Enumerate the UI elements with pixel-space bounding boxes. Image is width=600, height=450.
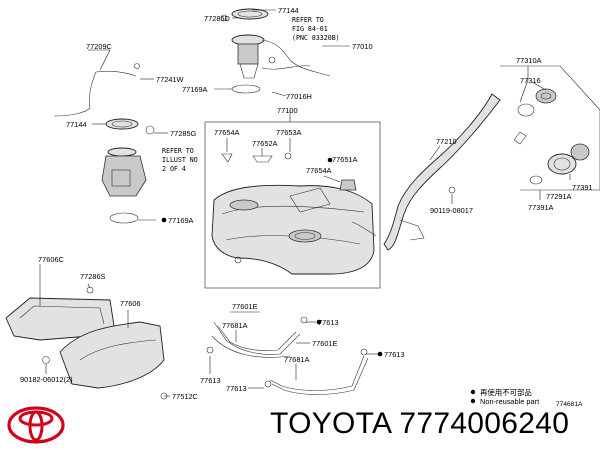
label-77016H: 77016H	[286, 92, 312, 101]
refer-top-line-1: REFER TO	[292, 16, 324, 24]
label-77653A: 77653A	[276, 128, 302, 137]
label-77606: 77606	[120, 299, 141, 308]
label-77010: 77010	[352, 42, 373, 51]
figure-code: 774681A	[556, 401, 583, 408]
label-77391A: 77391A	[528, 203, 554, 212]
label-77681A-1: 77681A	[222, 321, 248, 330]
label-77291A: 77291A	[546, 192, 572, 201]
label-77613-4: 77613	[226, 384, 247, 393]
label-77613-3: 77613	[200, 376, 221, 385]
tank-assembly-frame	[204, 121, 381, 289]
label-77654A-2: 77654A	[306, 166, 332, 175]
label-77651A: 77651A	[332, 155, 358, 164]
label-77601E-2: 77601E	[312, 339, 338, 348]
label-77654A-1: 77654A	[214, 128, 240, 137]
label-77606C: 77606C	[38, 255, 65, 264]
label-90182: 90182-06012(2)	[20, 375, 73, 384]
legend-nonreusable-label: Non-reusable part	[480, 397, 539, 406]
label-77601E-1: 77601E	[232, 302, 258, 311]
label-77316: 77316	[520, 76, 541, 85]
non-reusable-markers	[161, 157, 383, 357]
non-reusable-dot	[316, 319, 322, 325]
label-77681A-2: 77681A	[284, 355, 310, 364]
label-77209C: 77209C	[86, 42, 113, 51]
fuel-pump-left	[53, 63, 155, 224]
filler-cap-parts	[500, 65, 600, 191]
label-77100: 77100	[277, 106, 298, 115]
tank-protector	[5, 286, 165, 389]
leader-lines	[39, 9, 571, 397]
tank-small-parts	[221, 152, 357, 264]
brand-footer: TOYOTA 7774006240	[270, 407, 569, 441]
part-number: 7774006240	[399, 407, 570, 440]
part-labels: 77285D 77144 77209C 77241W 77169A 77010 …	[20, 6, 593, 401]
tank-bands	[160, 316, 369, 400]
label-77241W: 77241W	[156, 75, 184, 84]
refer-mid-line-2: ILLUST NO	[162, 156, 198, 164]
fuel-tank	[211, 184, 377, 275]
non-reusable-dot	[327, 157, 333, 163]
label-77169A-top: 77169A	[182, 85, 208, 94]
label-77286S: 77286S	[80, 272, 106, 281]
label-77169A-left: 77169A	[168, 216, 194, 225]
legend: 再使用不可部品 Non-reusable part 774681A	[470, 388, 583, 408]
legend-nonreusable-dot	[470, 398, 476, 404]
toyota-logo-icon	[7, 406, 65, 444]
refer-mid-line-3: 2 OF 4	[162, 165, 186, 173]
legend-reuse-label: 再使用不可部品	[480, 388, 532, 397]
brand-name: TOYOTA	[270, 407, 391, 440]
label-77210: 77210	[436, 137, 457, 146]
label-77391: 77391	[572, 183, 593, 192]
non-reusable-dot	[377, 351, 383, 357]
legend-reuse-dot	[470, 389, 476, 395]
label-77144-left: 77144	[66, 120, 87, 129]
label-77144-top: 77144	[278, 6, 299, 15]
refer-top-line-3: (PNC 83320B)	[292, 34, 340, 42]
label-77285G: 77285G	[170, 129, 197, 138]
label-77285D: 77285D	[204, 14, 230, 23]
label-77613-1: 77613	[318, 318, 339, 327]
refer-top-line-2: FIG 84-01	[292, 25, 328, 33]
label-77310A: 77310A	[516, 56, 542, 65]
non-reusable-dot	[161, 217, 167, 223]
label-90119: 90119-08017	[430, 206, 473, 215]
refer-mid-line-1: REFER TO	[162, 147, 194, 155]
fuel-pump-top	[220, 8, 331, 94]
reference-notes: REFER TO FIG 84-01 (PNC 83320B) REFER TO…	[162, 16, 340, 173]
label-77512C: 77512C	[172, 392, 199, 401]
label-77613-2: 77613	[384, 350, 405, 359]
filler-pipe	[383, 93, 527, 251]
label-77652A: 77652A	[252, 139, 278, 148]
